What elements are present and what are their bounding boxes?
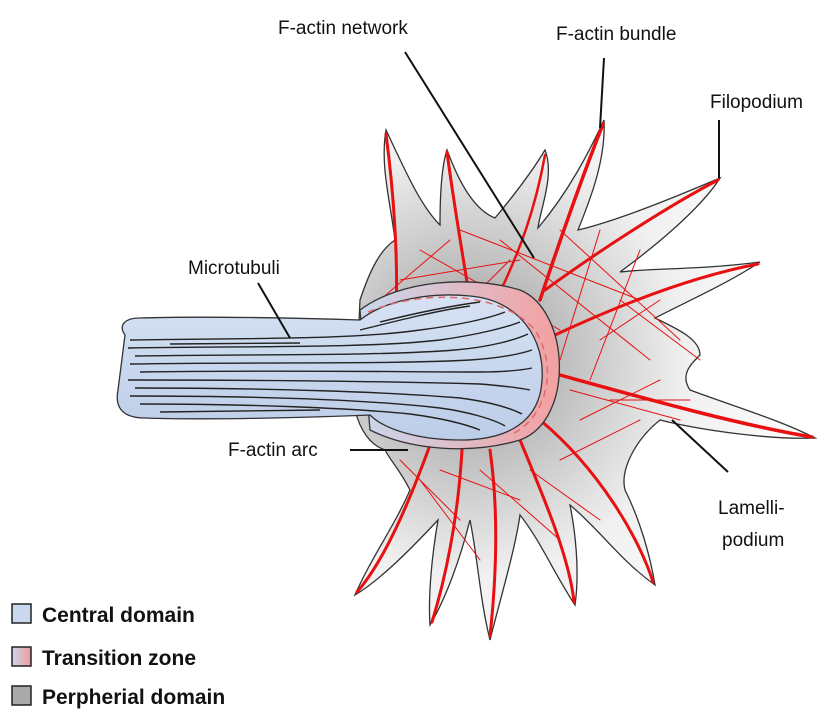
- legend-swatch-central-domain: [12, 604, 31, 623]
- legend-label-peripheral-domain: Perpherial domain: [42, 686, 225, 709]
- label-f-actin-bundle: F-actin bundle: [556, 24, 676, 45]
- legend: Central domain Transition zone Perpheria…: [12, 604, 225, 709]
- label-f-actin-arc: F-actin arc: [228, 440, 318, 461]
- label-lamellipodium-line2: podium: [722, 530, 784, 551]
- microtubule-line: [170, 343, 300, 344]
- legend-swatch-transition-zone: [12, 647, 31, 666]
- label-filopodium: Filopodium: [710, 92, 803, 113]
- legend-label-central-domain: Central domain: [42, 604, 195, 627]
- label-f-actin-network: F-actin network: [278, 18, 408, 39]
- legend-swatch-peripheral-domain: [12, 686, 31, 705]
- legend-label-transition-zone: Transition zone: [42, 647, 196, 670]
- label-lamellipodium-line1: Lamelli-: [718, 498, 785, 519]
- callout-line-f-actin-bundle: [600, 58, 604, 128]
- label-microtubuli: Microtubuli: [188, 258, 280, 279]
- central-domain: [117, 295, 542, 440]
